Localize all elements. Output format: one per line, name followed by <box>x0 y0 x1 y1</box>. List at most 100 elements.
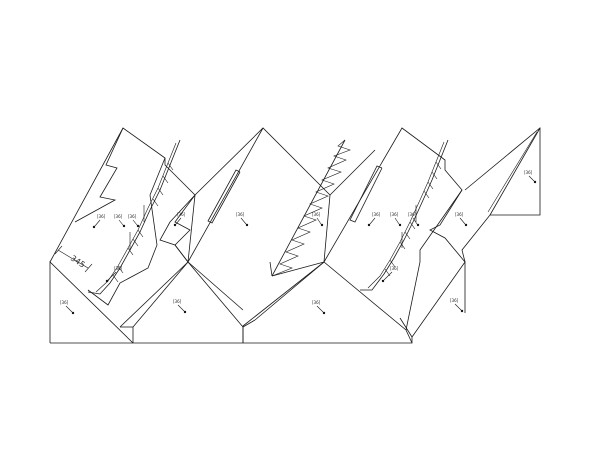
part-tag-label: [36] <box>450 298 459 303</box>
part-tag-leader <box>459 217 466 225</box>
part-tag-leader <box>65 305 73 313</box>
stand-2-fold <box>187 127 264 263</box>
part-tag-leader <box>394 217 400 225</box>
part-tag-leader <box>177 304 185 312</box>
spring-zigzag <box>271 139 351 277</box>
spring-base-link <box>271 261 325 277</box>
part-tag: [36] <box>450 298 464 313</box>
part-tag-dot <box>320 223 324 227</box>
part-tag-leader <box>132 219 138 226</box>
part-tag-dot <box>367 223 371 227</box>
part-tag-label: [36] <box>408 212 417 217</box>
spring-foot <box>269 261 273 277</box>
part-tag-dot <box>533 180 537 184</box>
part-tag: [36] <box>367 212 381 227</box>
part-tag-leader <box>175 217 182 225</box>
part-tag-label: [36] <box>177 212 186 217</box>
part-tag-label: [36] <box>60 300 69 305</box>
right-rail-teeth <box>384 161 442 277</box>
part-tag-leader <box>412 217 418 225</box>
part-tag-dot <box>245 223 249 227</box>
part-tag-dot <box>173 223 177 227</box>
part-tag-label: [36] <box>390 212 399 217</box>
far-right-outline <box>461 127 541 263</box>
right-rail <box>360 139 449 291</box>
part-tag: [36] <box>381 266 399 283</box>
part-tag: [36] <box>312 300 326 315</box>
stand-2-outline <box>119 127 331 328</box>
part-tag: [36] <box>128 214 140 228</box>
part-tag-dot <box>183 310 187 314</box>
part-tag-leader <box>94 219 101 227</box>
part-tags: [36] [36] [36] [36] [36] [36] [36] [36] <box>60 170 537 315</box>
far-right-fold <box>489 127 541 216</box>
part-tag-label: [36] <box>312 300 321 305</box>
part-tag-dot <box>381 279 385 283</box>
part-tag-label: [36] <box>114 266 123 271</box>
dimension-line <box>57 249 89 269</box>
right-stand-brace <box>429 189 466 263</box>
right-stand <box>360 139 466 291</box>
part-tag-label: [36] <box>455 212 464 217</box>
part-tag-dot <box>122 224 126 228</box>
part-tag: [36] <box>236 212 249 227</box>
panel-3-triangle <box>242 261 413 344</box>
stand-2-slot <box>207 169 241 224</box>
part-tag-dot <box>322 311 326 315</box>
part-tag-leader <box>107 271 117 281</box>
far-right-edge <box>487 131 538 213</box>
part-tag-label: [36] <box>114 214 123 219</box>
part-tag-leader <box>383 271 393 281</box>
part-tag: [36] <box>408 212 420 227</box>
stand-2 <box>119 127 331 328</box>
part-tag: [36] <box>114 214 126 228</box>
part-tag-dot <box>416 223 420 227</box>
stand-3 <box>323 127 463 331</box>
part-tag-label: [36] <box>236 212 245 217</box>
part-tag-label: [36] <box>97 214 106 219</box>
panel-joint-b <box>242 319 256 328</box>
part-tag-leader <box>316 305 324 313</box>
part-tag: [36] <box>173 299 187 314</box>
part-tag: [36] <box>173 212 186 227</box>
panel-joint-c <box>399 317 413 338</box>
stand-3-top-link <box>329 149 376 196</box>
part-tag-leader <box>118 219 124 226</box>
part-tag: [36] <box>455 212 468 227</box>
dimension-tick-b <box>84 263 93 273</box>
left-stand: 345 <box>49 127 196 306</box>
part-tag-dot <box>398 223 402 227</box>
panel-2-triangle <box>132 261 244 343</box>
left-stand-outline <box>49 127 196 263</box>
spring-element <box>269 139 351 277</box>
dimension-tick-a <box>54 245 63 255</box>
part-tag-dot <box>105 279 109 283</box>
part-tag-dot <box>464 223 468 227</box>
stand-3-outline <box>323 127 463 331</box>
left-stand-notch <box>159 194 196 263</box>
far-right-stand <box>461 127 541 263</box>
part-tag-dot <box>460 309 464 313</box>
part-tag-dot <box>92 225 96 229</box>
spring-guide <box>271 139 346 277</box>
part-tag-leader <box>240 217 247 225</box>
left-stand-back <box>74 127 124 223</box>
part-tag: [36] <box>524 170 537 184</box>
part-tag: [36] <box>390 212 402 227</box>
part-tag: [36] <box>92 214 106 229</box>
stand-3-slot <box>349 165 383 223</box>
part-tag-dot <box>136 224 140 228</box>
part-tag-leader <box>528 175 535 182</box>
part-tag-label: [36] <box>128 214 137 219</box>
part-tag-leader <box>316 217 322 225</box>
part-tag-label: [36] <box>372 212 381 217</box>
part-tag-dot <box>71 311 75 315</box>
left-rail-teeth <box>112 162 174 283</box>
stand-2-lower-edge <box>187 261 244 311</box>
left-rail <box>87 139 181 295</box>
part-tag-label: [36] <box>524 170 533 175</box>
dimension-label: 345 <box>69 254 87 270</box>
part-tag: [36] <box>105 266 123 283</box>
part-tag: [36] <box>60 300 75 315</box>
